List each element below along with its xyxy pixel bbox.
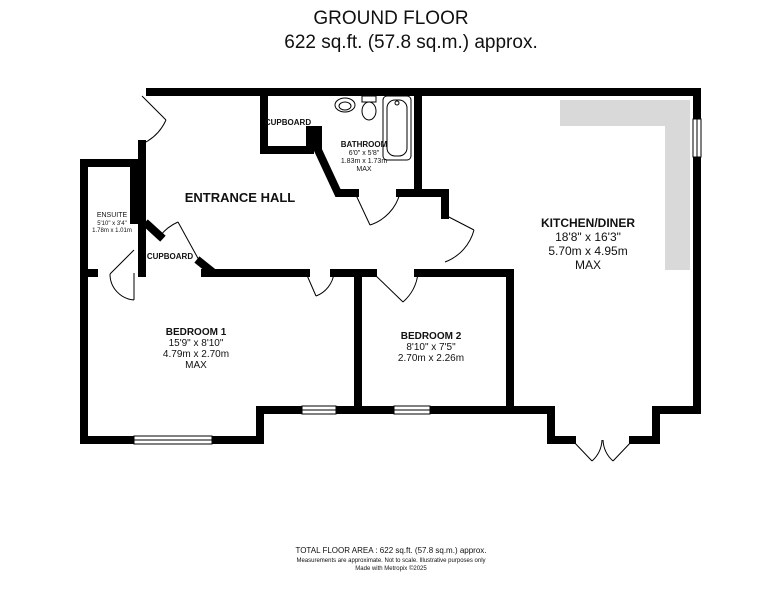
wall-hall-cupboard	[142, 219, 216, 276]
cupboard-hall-label: CUPBOARD	[147, 252, 193, 261]
bathroom-dim-imperial: 6'0" x 5'8"	[349, 150, 380, 157]
bedroom1-dim-imperial: 15'9" x 8'10"	[169, 338, 224, 349]
wall-kitchen-left	[414, 189, 449, 219]
door-kitchen	[444, 214, 475, 263]
wall-right-step	[629, 406, 701, 444]
door-patio-left	[571, 439, 603, 462]
bedroom1-dim-metric: 4.79m x 2.70m	[163, 349, 229, 360]
door-bedroom1	[305, 272, 335, 297]
kitchen-note: MAX	[575, 258, 601, 272]
ensuite-dim-metric: 1.78m x 1.01m	[92, 228, 132, 234]
door-front	[141, 95, 167, 145]
kitchen-dim-imperial: 18'8" x 16'3"	[555, 230, 621, 244]
bedroom1-name: BEDROOM 1	[166, 327, 227, 338]
toilet-icon	[361, 95, 377, 103]
floor-title: GROUND FLOOR	[313, 8, 469, 29]
floor-area-subtitle: 622 sq.ft. (57.8 sq.m.) approx.	[284, 32, 538, 53]
kitchen-dim-metric: 5.70m x 4.95m	[548, 244, 627, 258]
wall-cupboard-top	[260, 94, 314, 154]
kitchen-name: KITCHEN/DINER	[541, 216, 635, 230]
walls	[80, 88, 701, 444]
cupboard-top-label: CUPBOARD	[265, 118, 311, 127]
bath-icon	[382, 95, 412, 161]
room-labels: ENTRANCE HALL CUPBOARD CUPBOARD BATHROOM…	[92, 118, 635, 371]
door-bedroom2	[372, 272, 419, 303]
bathroom-note: MAX	[356, 166, 372, 173]
disclaimer: Measurements are approximate. Not to sca…	[296, 558, 486, 564]
kitchen-counter	[560, 100, 690, 270]
ensuite-name: ENSUITE	[97, 212, 128, 219]
wall-bottom-bedroom1	[80, 159, 138, 444]
bedroom2-dim-imperial: 8'10" x 7'5"	[406, 342, 456, 353]
door-swings	[109, 95, 634, 462]
basin-icon	[334, 97, 356, 113]
bedroom2-name: BEDROOM 2	[401, 331, 462, 342]
bedroom2-dim-metric: 2.70m x 2.26m	[398, 353, 464, 364]
door-bathroom	[354, 192, 401, 226]
bathroom-name: BATHROOM	[341, 140, 388, 149]
bedroom1-note: MAX	[185, 360, 207, 371]
door-patio-right	[602, 439, 634, 462]
bathroom-fixtures	[334, 95, 412, 161]
credit: Made with Metropix ©2025	[355, 566, 427, 572]
total-floor-area: TOTAL FLOOR AREA : 622 sq.ft. (57.8 sq.m…	[295, 546, 487, 555]
door-hall-cupboard	[159, 221, 201, 263]
ensuite-dim-imperial: 5'10" x 3'4"	[97, 221, 127, 227]
door-ensuite	[109, 249, 135, 301]
entrance-hall-label: ENTRANCE HALL	[185, 190, 296, 205]
bathroom-dim-metric: 1.83m x 1.73m	[341, 158, 387, 165]
wall-bottom-kitchen	[208, 406, 576, 444]
